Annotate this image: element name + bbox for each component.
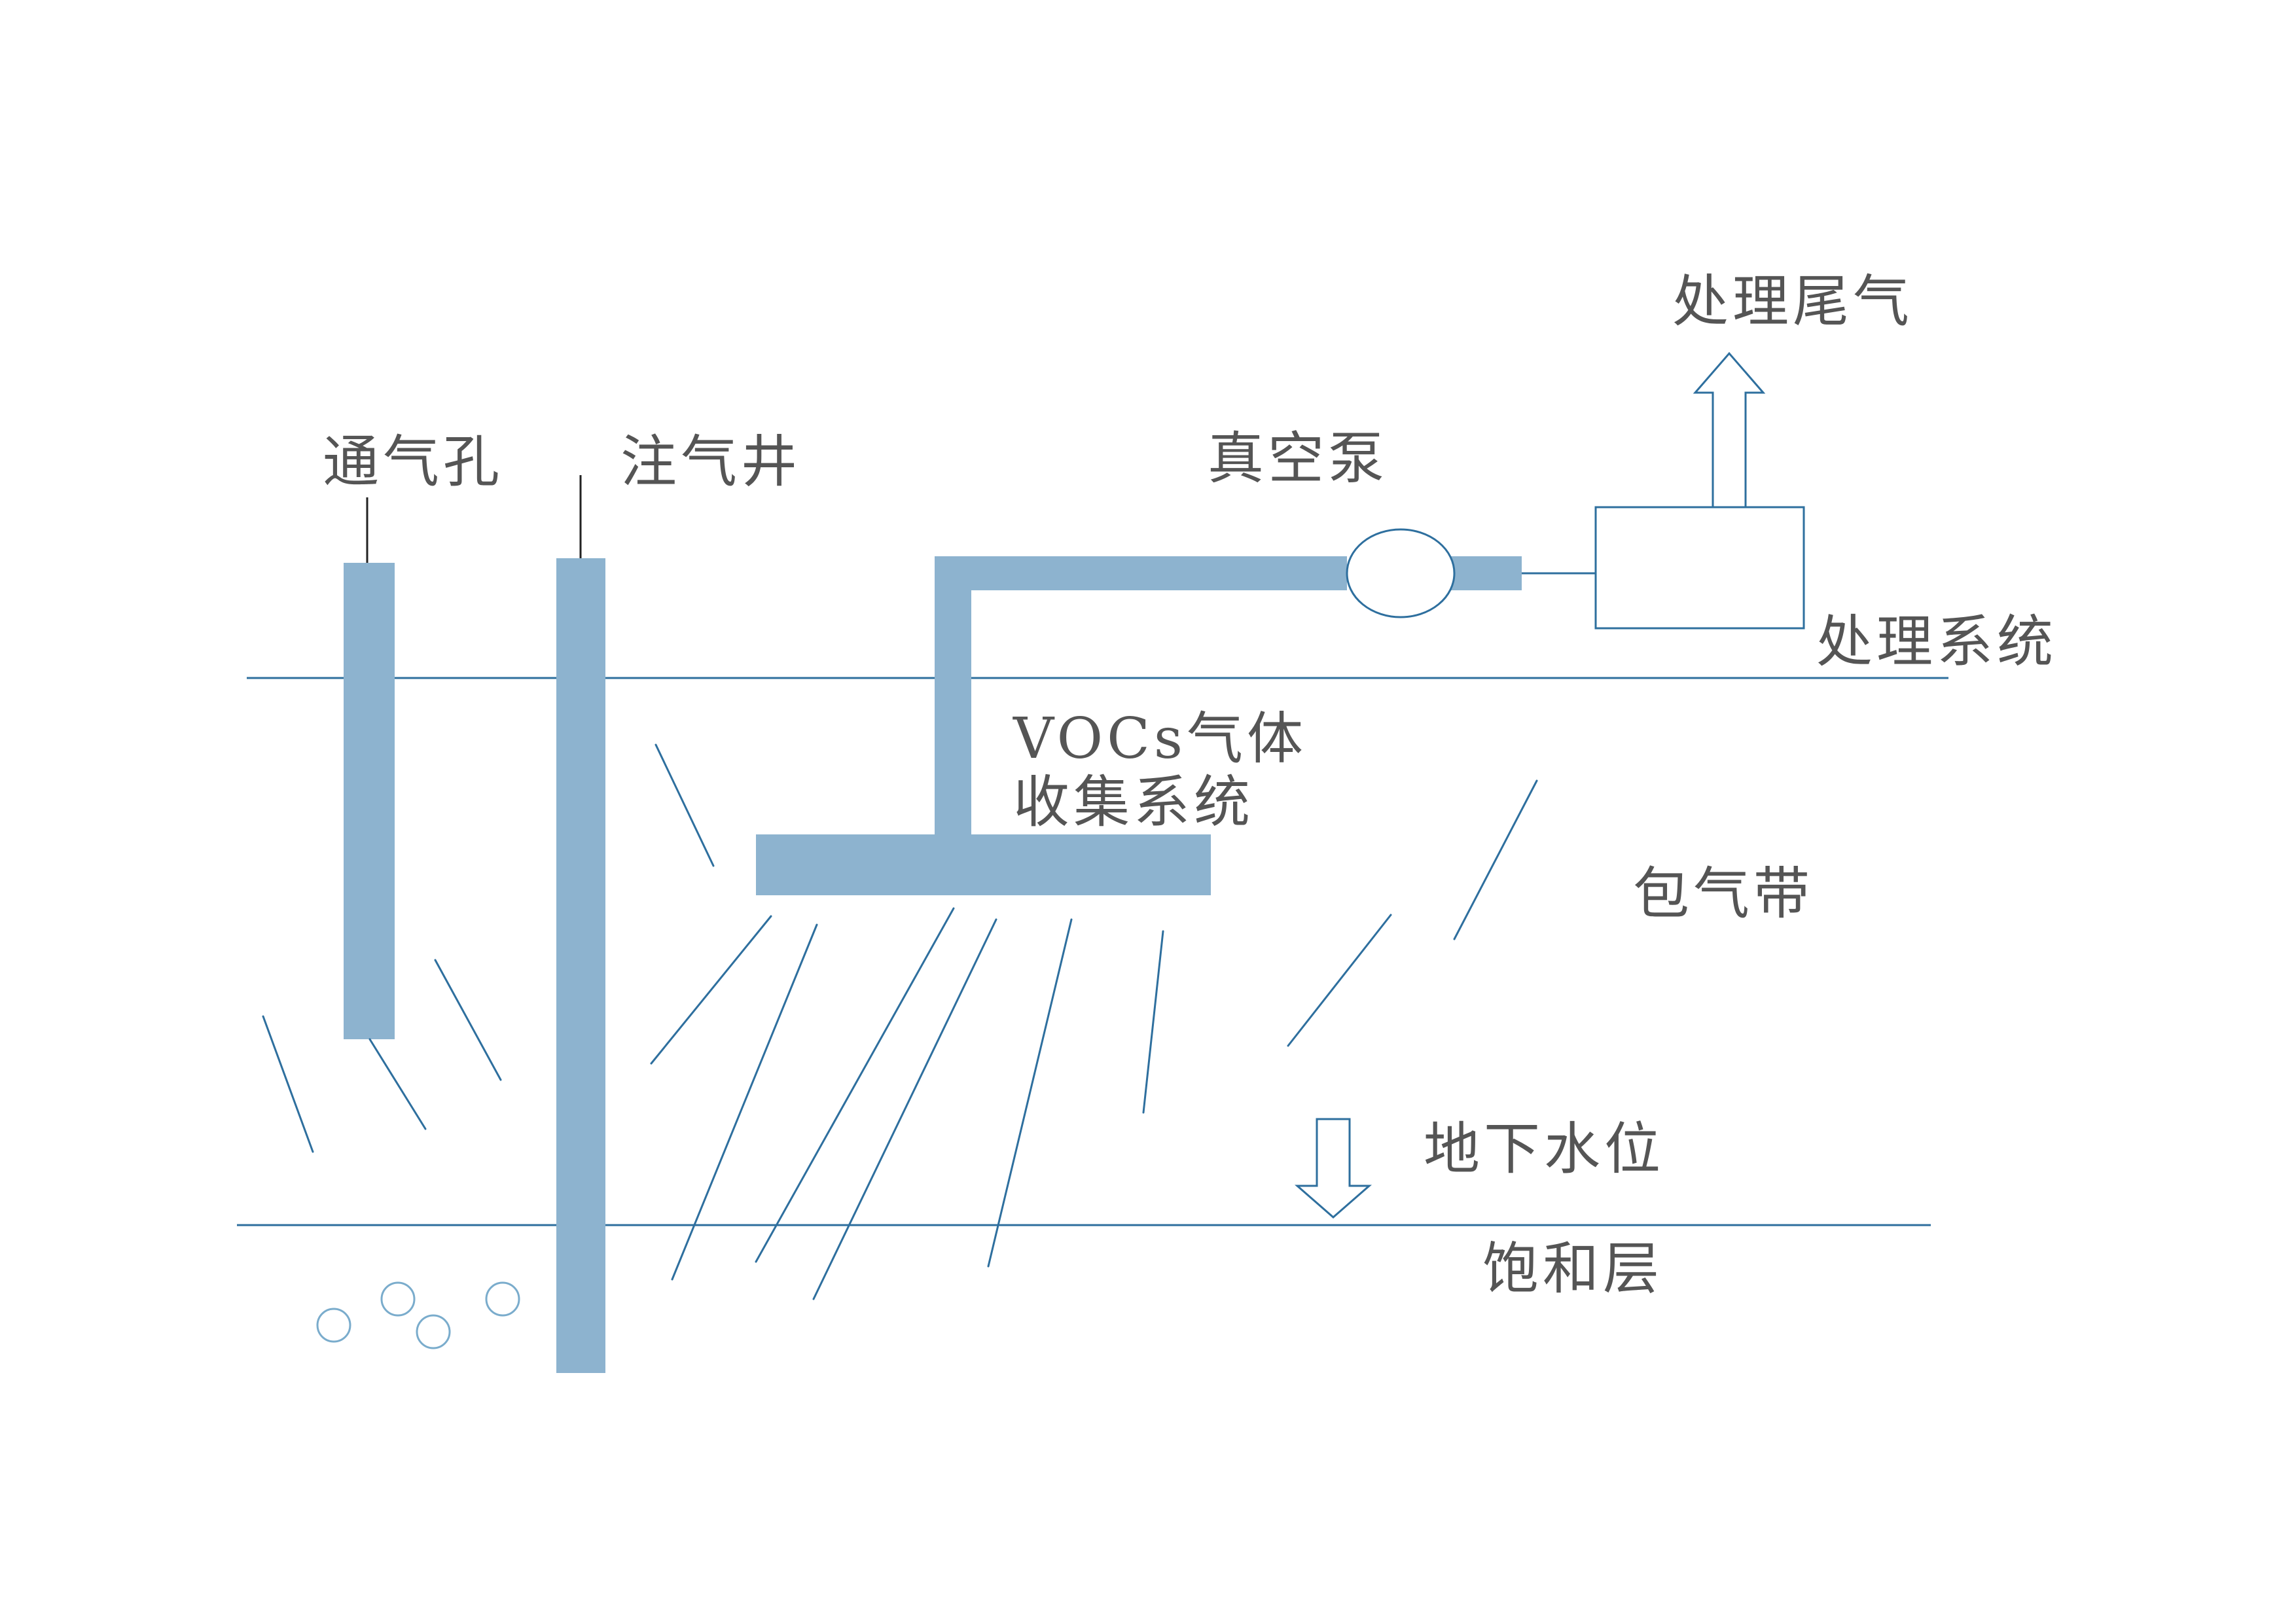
collection-header-pipe (756, 834, 1211, 895)
groundwater-down-arrow-icon (1295, 1118, 1372, 1219)
airflow-line (1453, 779, 1538, 940)
treatment-system-label: 处理系统 (1816, 609, 2057, 675)
groundwater-level-label: 地下水位 (1424, 1116, 1664, 1182)
bubble-icon (485, 1281, 520, 1317)
saturated-zone-label: 饱和层 (1482, 1236, 1663, 1302)
collection-horizontal-pipe (935, 556, 1347, 590)
injection-well-pipe (556, 558, 605, 1373)
pump-outlet-pipe (1446, 556, 1522, 590)
vadose-zone-label: 包气带 (1633, 861, 1814, 927)
vacuum-pump-icon (1346, 528, 1456, 618)
airflow-line (755, 907, 955, 1263)
vent-hole-pipe (344, 563, 395, 1039)
airflow-line (1142, 930, 1164, 1114)
airflow-line (987, 918, 1073, 1268)
treated-exhaust-label: 处理尾气 (1672, 269, 1913, 334)
airflow-line (812, 918, 997, 1300)
airflow-line (671, 923, 818, 1281)
treatment-system-box (1594, 506, 1805, 630)
exhaust-up-arrow-icon (1693, 351, 1766, 508)
voc-collection-label-line2: 收集系统 (1013, 770, 1254, 835)
airflow-line (434, 959, 502, 1081)
airflow-line (262, 1015, 314, 1153)
airflow-line (650, 915, 772, 1065)
airflow-line (1287, 914, 1392, 1047)
airflow-lines (262, 743, 1538, 1300)
voc-collection-label-line1: VOCs气体 (1013, 706, 1307, 772)
collection-riser-pipe (935, 556, 971, 834)
airflow-line (368, 1038, 427, 1130)
bubbles (316, 1281, 520, 1349)
vacuum-pump-label: 真空泵 (1208, 426, 1388, 491)
vent-hole-label: 通气孔 (323, 429, 503, 495)
bubble-icon (316, 1308, 351, 1343)
airflow-line (655, 743, 715, 867)
bubble-icon (416, 1314, 451, 1349)
injection-well-label: 注气井 (620, 429, 801, 495)
bubble-icon (380, 1281, 416, 1317)
